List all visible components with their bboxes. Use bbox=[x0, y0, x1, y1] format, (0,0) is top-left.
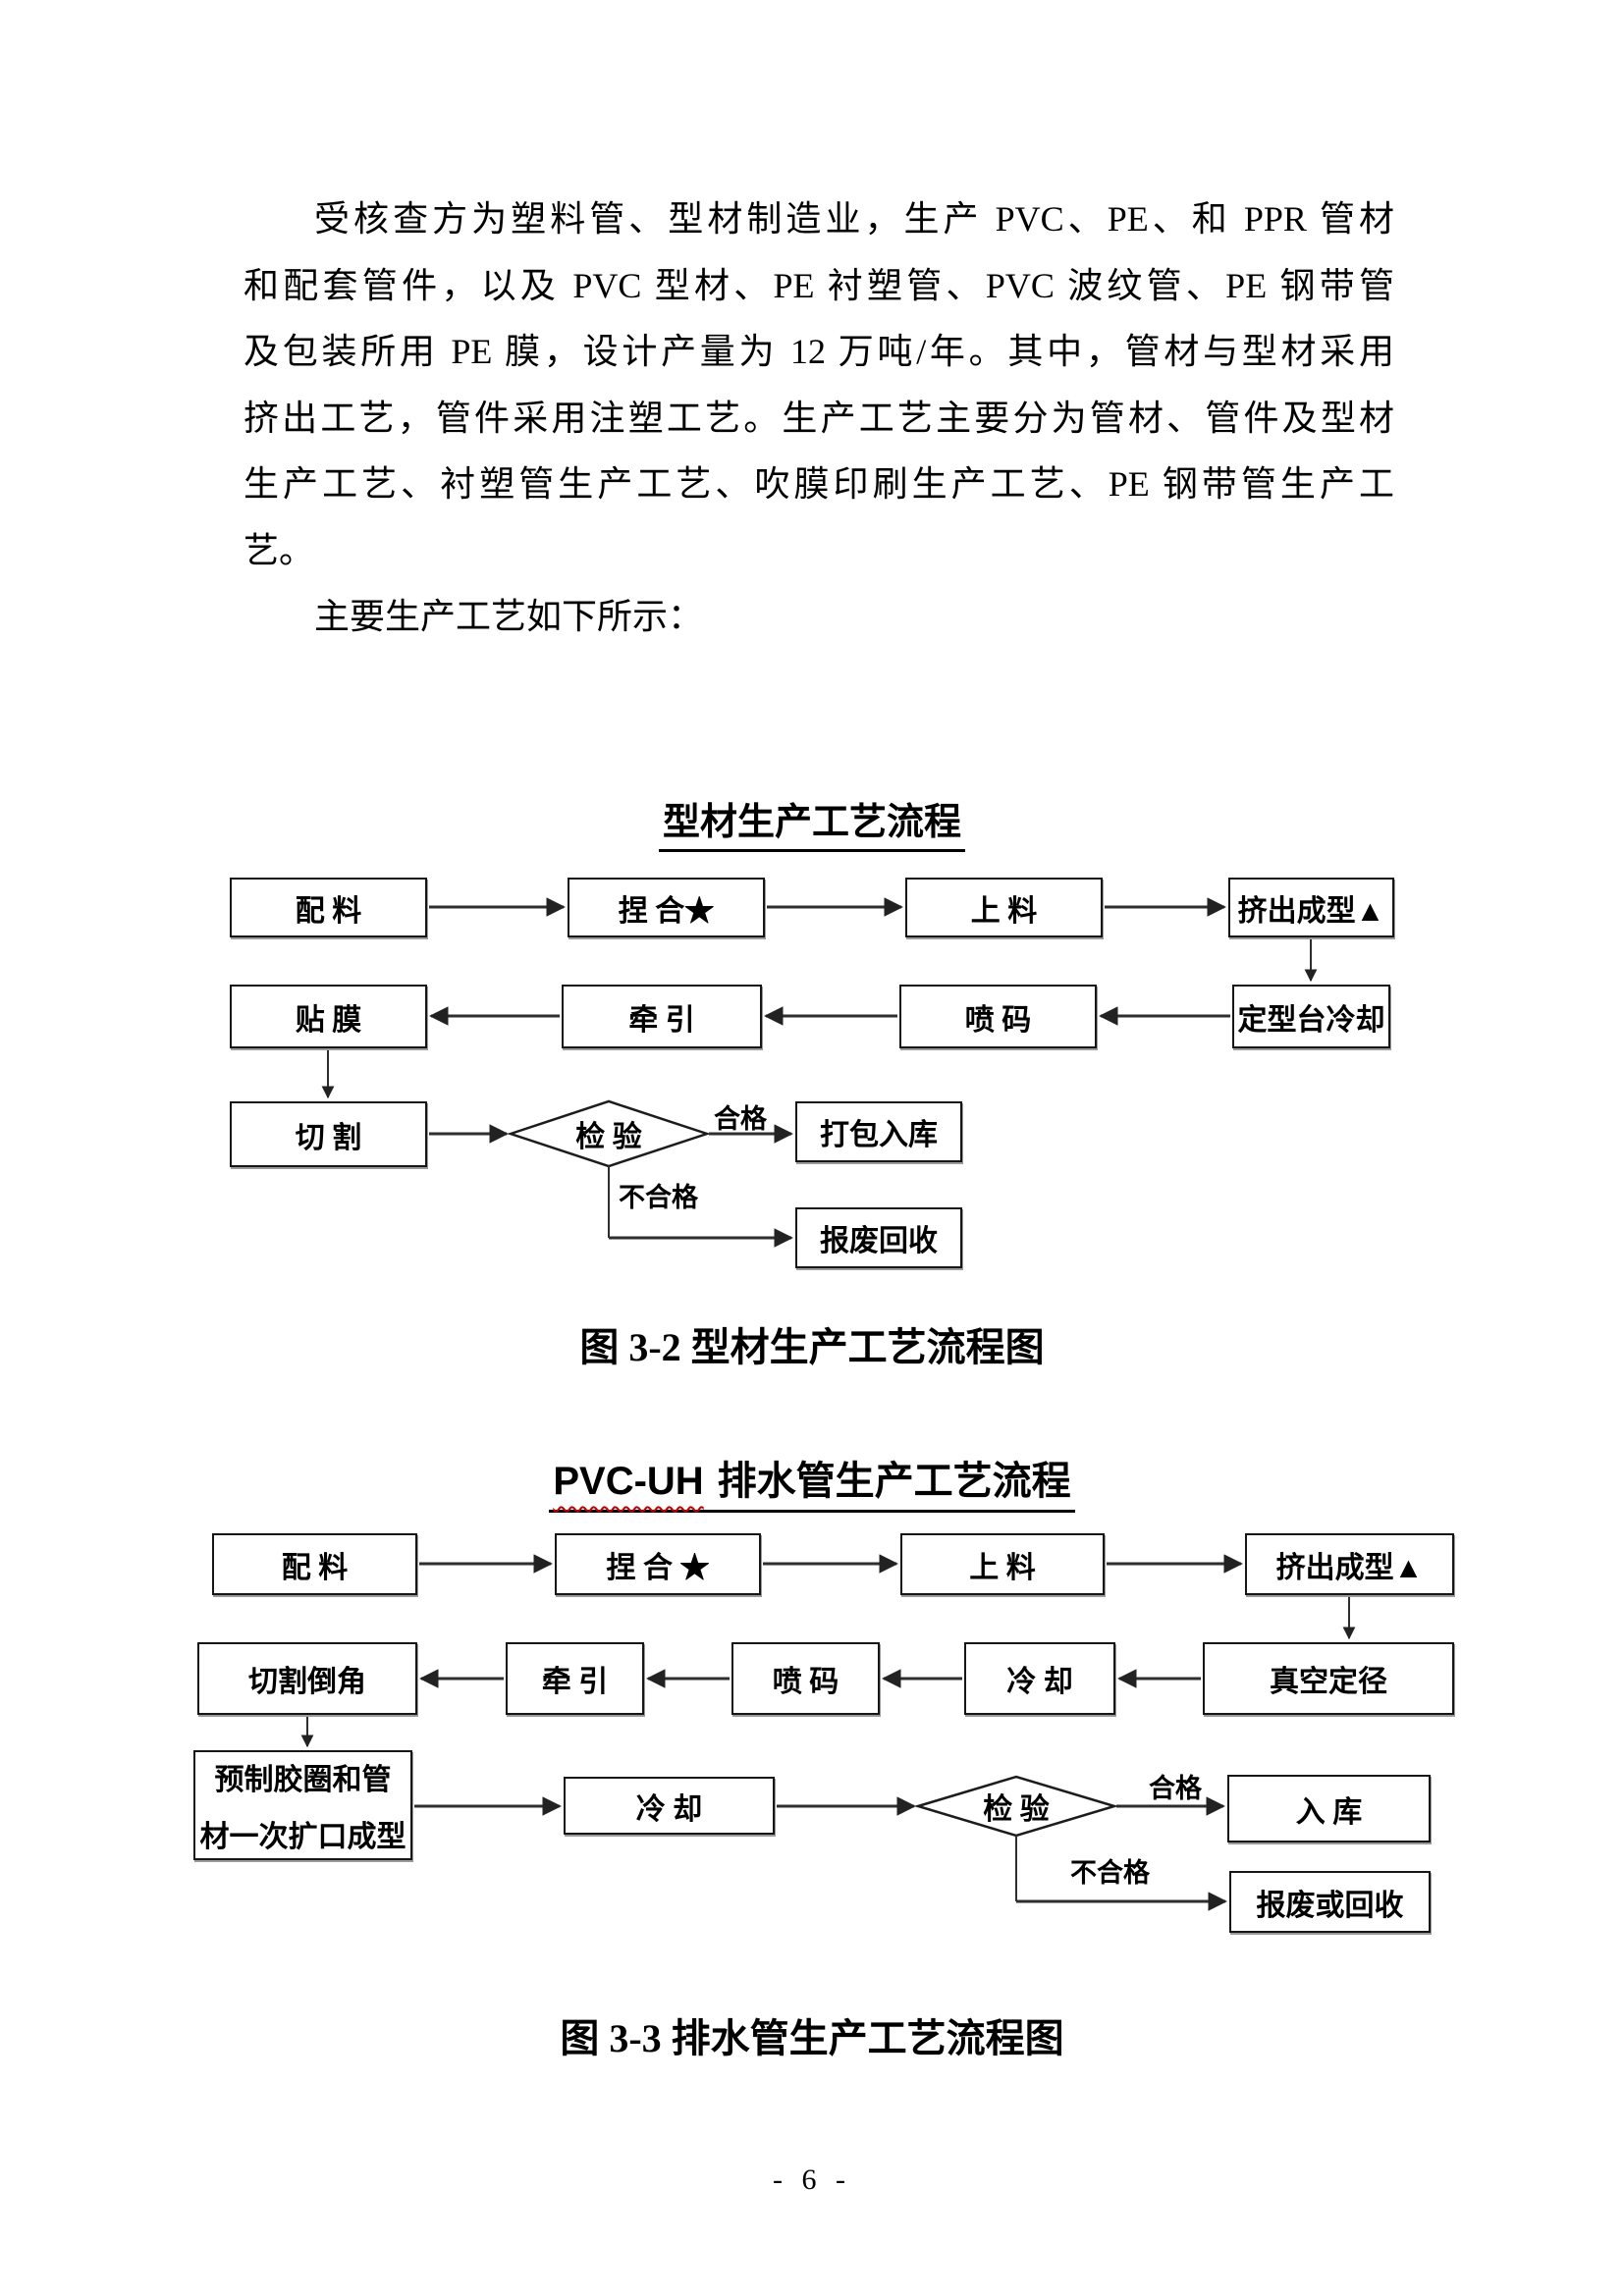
paragraph-line: 生产工艺、衬塑管生产工艺、吹膜印刷生产工艺、PE 钢带管生产工 bbox=[244, 464, 1394, 504]
figure2-title: PVC-UH 排水管生产工艺流程 bbox=[0, 1449, 1624, 1513]
flow-node-scrap-or-recycle: 报废或回收 bbox=[1229, 1871, 1431, 1933]
paragraph-line: 挤出工艺，管件采用注塑工艺。生产工艺主要分为管材、管件及型材 bbox=[244, 398, 1394, 438]
flow-node-traction: 牵 引 bbox=[562, 985, 762, 1048]
paragraph-line: 和配套管件，以及 PVC 型材、PE 衬塑管、PVC 波纹管、PE 钢带管 bbox=[244, 265, 1394, 305]
flow-node-inkjet-coding: 喷 码 bbox=[731, 1642, 880, 1715]
figure1-caption: 图 3-2 型材生产工艺流程图 bbox=[579, 1325, 1045, 1369]
flow-decision-inspection: 检 验 bbox=[983, 1793, 1050, 1826]
flow-node-packing-storage: 打包入库 bbox=[795, 1101, 962, 1162]
figure1-title: 型材生产工艺流程 bbox=[0, 791, 1624, 852]
flow-node-feeding: 上 料 bbox=[905, 878, 1103, 937]
body-paragraph: 受核查方为塑料管、型材制造业，生产 PVC、PE、和 PPR 管材 和配套管件，… bbox=[244, 187, 1394, 651]
flow-node-cooling: 冷 却 bbox=[964, 1642, 1115, 1715]
flow-node-kneading: 捏 合★ bbox=[568, 878, 765, 937]
paragraph-line: 主要生产工艺如下所示： bbox=[314, 597, 704, 636]
flow-node-storage: 入 库 bbox=[1227, 1775, 1431, 1842]
flow-node-cut-chamfer: 切割倒角 bbox=[197, 1642, 417, 1715]
flow-node-cutting: 切 割 bbox=[230, 1101, 427, 1167]
figure2-caption: 图 3-3 排水管生产工艺流程图 bbox=[560, 2016, 1064, 2060]
flow-node-film-lamination: 贴 膜 bbox=[230, 985, 427, 1048]
flow-node-traction: 牵 引 bbox=[506, 1642, 644, 1715]
flow-node-extrusion: 挤出成型▲ bbox=[1228, 878, 1394, 937]
flow-node-preform-socketing: 预制胶圈和管 材一次扩口成型 bbox=[193, 1750, 412, 1860]
flow-node-scrap-recycle: 报废回收 bbox=[795, 1207, 962, 1268]
figure1-title-text: 型材生产工艺流程 bbox=[658, 791, 965, 852]
branch-label-pass: 合格 bbox=[1149, 1774, 1202, 1803]
preform-line2: 材一次扩口成型 bbox=[199, 1821, 406, 1853]
paragraph-line: 艺。 bbox=[244, 530, 315, 570]
figure2-title-text: 排水管生产工艺流程 bbox=[717, 1459, 1071, 1503]
flow-node-batching: 配 料 bbox=[212, 1533, 417, 1595]
preform-line1: 预制胶圈和管 bbox=[214, 1764, 392, 1796]
flow-node-vacuum-sizing: 真空定径 bbox=[1203, 1642, 1454, 1715]
figure1-arrows bbox=[321, 897, 1318, 1248]
branch-label-fail: 不合格 bbox=[1070, 1858, 1150, 1888]
flow-node-extrusion: 挤出成型▲ bbox=[1245, 1533, 1454, 1595]
flow-decision-inspection: 检 验 bbox=[575, 1121, 642, 1153]
branch-label-pass: 合格 bbox=[714, 1104, 767, 1134]
flow-node-shaping-table-cooling: 定型台冷却 bbox=[1232, 985, 1390, 1048]
figure2-arrows bbox=[300, 1554, 1356, 1911]
figure2-title-latin: PVC-UH bbox=[553, 1460, 704, 1503]
paragraph-line: 及包装所用 PE 膜，设计产量为 12 万吨/年。其中，管材与型材采用 bbox=[244, 332, 1394, 371]
flow-node-cooling-2: 冷 却 bbox=[564, 1777, 775, 1835]
branch-label-fail: 不合格 bbox=[619, 1183, 698, 1212]
flow-node-inkjet-coding: 喷 码 bbox=[899, 985, 1097, 1048]
flow-node-feeding: 上 料 bbox=[900, 1533, 1105, 1595]
flow-node-batching: 配 料 bbox=[230, 878, 427, 937]
page-number: - 6 - bbox=[773, 2163, 851, 2196]
paragraph-line: 受核查方为塑料管、型材制造业，生产 PVC、PE、和 PPR 管材 bbox=[314, 199, 1394, 239]
flow-node-kneading: 捏 合 ★ bbox=[555, 1533, 761, 1595]
